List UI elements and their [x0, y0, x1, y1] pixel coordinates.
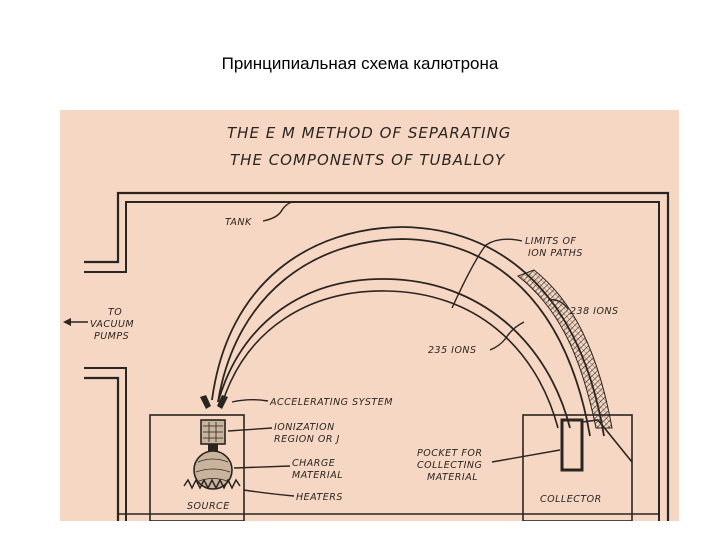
- accelerating-pointer: [231, 399, 269, 403]
- u235-pointer: [489, 321, 525, 351]
- ion-path-outer-lower: [217, 238, 591, 437]
- calutron-diagram: THE E M METHOD OF SEPARATING THE COMPONE…: [60, 110, 679, 521]
- heaters-pointer: [243, 489, 295, 497]
- collecting-pocket: [560, 418, 584, 472]
- tank-outer-wall: [84, 191, 670, 521]
- diagram-heading-line-2: THE COMPONENTS OF TUBALLOY: [230, 151, 506, 169]
- collector-label: COLLECTOR: [540, 494, 602, 505]
- vacuum-label-line-2: VACUUM: [90, 319, 134, 330]
- charge-neck: [208, 444, 218, 454]
- collector-housing: [522, 414, 633, 521]
- ion-path-inner-lower: [221, 290, 559, 429]
- vacuum-arrow-head: [63, 318, 71, 326]
- calutron-schematic: THE E M METHOD OF SEPARATING THE COMPONE…: [60, 110, 679, 521]
- limits-label-line-2: ION PATHS: [528, 248, 583, 259]
- charge-pointer: [233, 465, 291, 469]
- heaters-label: HEATERS: [296, 492, 343, 503]
- paper-background: [60, 110, 679, 521]
- u235-label: 235 IONS: [428, 345, 477, 356]
- limits-label-line-1: LIMITS OF: [525, 236, 576, 247]
- limits-pointer: [451, 238, 523, 309]
- ionization-chamber-texture: [203, 422, 223, 442]
- charge-label-line-2: MATERIAL: [292, 470, 343, 481]
- u238-label: 238 IONS: [570, 306, 619, 317]
- accelerating-label: ACCELERATING SYSTEM: [269, 397, 393, 408]
- source-label: SOURCE: [187, 501, 230, 512]
- heater-coil: [183, 478, 241, 490]
- pocket-label-line-2: COLLECTING: [417, 460, 482, 471]
- ionization-pointer: [227, 427, 273, 432]
- pocket-label-line-3: MATERIAL: [427, 472, 478, 483]
- ionization-label-line-2: REGION OR J: [274, 434, 340, 445]
- tank-inner-wall: [84, 201, 660, 521]
- pocket-pointer: [491, 449, 561, 463]
- slide-title: Принципиальная схема калютрона: [221, 54, 499, 73]
- electrode-right: [217, 395, 228, 409]
- u238-pointer: [547, 299, 569, 310]
- tank-pointer: [262, 201, 293, 222]
- vacuum-label-line-1: TO: [108, 307, 122, 318]
- u238-beam-crosshatch: [518, 270, 612, 428]
- charge-label-line-1: CHARGE: [292, 458, 335, 469]
- ionization-label-line-1: IONIZATION: [274, 422, 335, 433]
- pocket-label-line-1: POCKET FOR: [417, 448, 482, 459]
- electrode-left: [200, 395, 211, 409]
- collector-deflector: [581, 419, 633, 463]
- tank-label: TANK: [225, 217, 252, 228]
- charge-bulb-texture: [195, 458, 231, 482]
- vacuum-label-line-3: PUMPS: [94, 331, 129, 342]
- diagram-heading-line-1: THE E M METHOD OF SEPARATING: [227, 124, 511, 142]
- ion-path-inner-upper: [217, 278, 571, 429]
